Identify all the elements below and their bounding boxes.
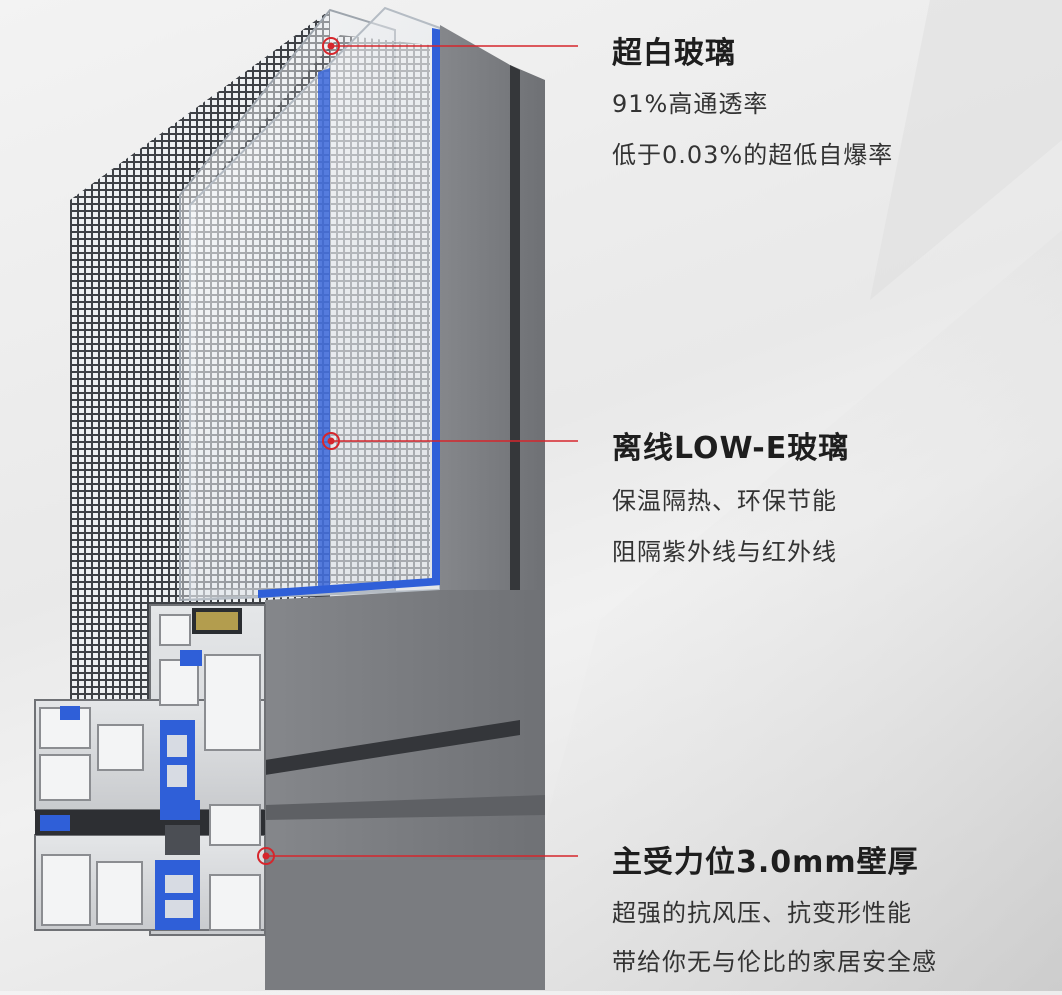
callout-line-2-1: 保温隔热、环保节能 bbox=[612, 487, 837, 515]
marker-dot-glass bbox=[327, 42, 335, 50]
callout-line-2-2: 阻隔紫外线与红外线 bbox=[612, 538, 837, 566]
thermal-break-cavities bbox=[165, 735, 193, 918]
marker-ring-wall bbox=[257, 847, 275, 865]
marker-ring-lowe bbox=[322, 432, 340, 450]
callout-line-1-1: 91%高通透率 bbox=[612, 90, 769, 118]
callout-line-3-2: 带给你无与伦比的家居安全感 bbox=[612, 948, 937, 976]
frame-sash-seam bbox=[265, 795, 545, 820]
profile-chambers bbox=[39, 614, 261, 931]
desiccant-fill bbox=[196, 612, 238, 630]
frame-lower-groove bbox=[265, 720, 520, 775]
dark-insert bbox=[165, 825, 200, 855]
callout-title-wall-thickness: 主受力位3.0mm壁厚 bbox=[612, 845, 919, 880]
background-band bbox=[870, 0, 1062, 300]
frame-groove bbox=[510, 65, 520, 725]
callout-line-3-1: 超强的抗风压、抗变形性能 bbox=[612, 899, 912, 927]
marker-dot-wall bbox=[262, 852, 270, 860]
marker-ring-glass bbox=[322, 37, 340, 55]
glass-gasket-vertical bbox=[318, 68, 330, 590]
callout-title-ultra-white-glass: 超白玻璃 bbox=[612, 36, 736, 71]
callout-line-1-2: 低于0.03%的超低自爆率 bbox=[612, 141, 894, 169]
frame-horizontal-profile bbox=[265, 590, 545, 860]
frame-base bbox=[265, 860, 545, 990]
callout-title-low-e-glass: 离线LOW-E玻璃 bbox=[612, 431, 850, 466]
marker-dot-lowe bbox=[327, 437, 335, 445]
background-shadow bbox=[500, 230, 1062, 991]
